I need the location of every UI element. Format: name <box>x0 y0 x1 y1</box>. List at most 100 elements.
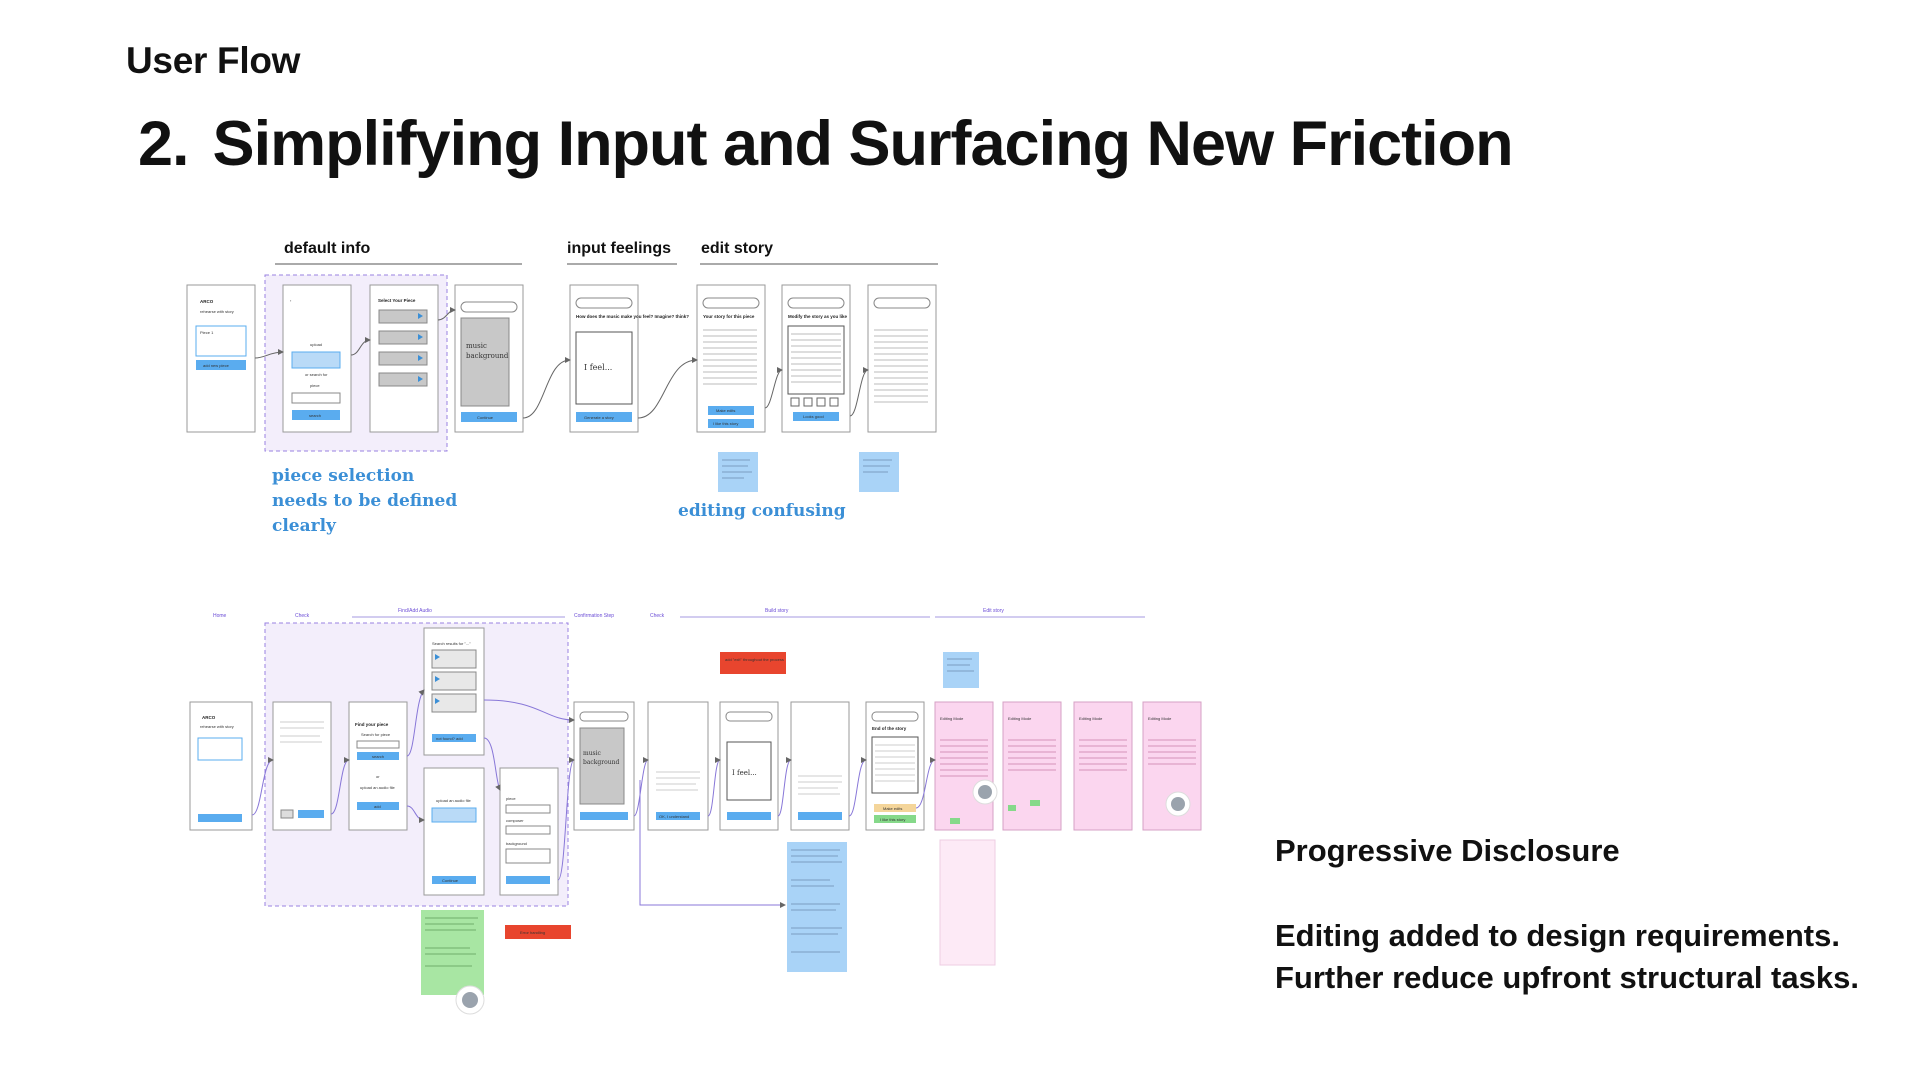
screen-editing-1[interactable] <box>934 701 994 831</box>
piece-label: piece <box>310 383 320 388</box>
app-subtitle: rehearse with story <box>200 724 234 729</box>
piece-card: Piece 1 <box>200 330 214 335</box>
screen-check[interactable] <box>272 701 332 831</box>
flow-connector <box>522 357 571 419</box>
continue-button[interactable] <box>727 812 771 820</box>
select-piece-title: Select Your Piece <box>378 298 416 303</box>
background-label: background <box>583 759 619 766</box>
continue-button[interactable] <box>506 876 550 884</box>
flow-connector <box>707 757 721 817</box>
generate-story-button[interactable] <box>798 812 842 820</box>
search-results-title: Search results for "..." <box>432 641 471 646</box>
screen-story-end[interactable]: End of the story Make edits I like this … <box>865 701 925 831</box>
screen-music-background[interactable]: music background Continue <box>454 284 524 433</box>
section-label-edit-story: Edit story <box>983 608 1004 614</box>
screen-home-v2[interactable]: ARCO rehearse with story <box>189 701 253 831</box>
eyebrow-label: User Flow <box>126 40 301 81</box>
screen-home[interactable]: ARCO rehearse with story Piece 1 add new… <box>186 284 256 433</box>
screen-editing-faded <box>939 839 996 966</box>
progressive-disclosure-heading: Progressive Disclosure <box>1275 833 1620 868</box>
feeling-input[interactable]: I feel... <box>584 363 612 372</box>
looks-good-button[interactable] <box>793 412 839 421</box>
requirement-line-1: Editing added to design requirements. <box>1275 918 1840 953</box>
screen-piece-details[interactable]: piece composer background <box>499 767 559 896</box>
piece-field[interactable] <box>505 804 551 814</box>
screen-search-results[interactable]: Search results for "..." not found? add <box>423 627 485 756</box>
editing-mode-label: Editing Mode <box>940 716 964 721</box>
screen-final-story[interactable] <box>867 284 937 433</box>
note-editing-confusing: editing confusing <box>678 501 846 521</box>
screen-build-feelings[interactable]: I feel... <box>719 701 779 831</box>
avatar <box>972 779 998 805</box>
like-story-label: I like this story <box>880 817 905 822</box>
screen-input-feelings[interactable]: How does the music make you feel? Imagin… <box>569 284 689 433</box>
screen-story[interactable]: Your story for this piece Make edits I l… <box>696 284 766 433</box>
screen-check-2[interactable]: OK, I understand <box>647 701 709 831</box>
search-button[interactable] <box>357 752 399 760</box>
add-piece-button[interactable] <box>198 814 242 822</box>
tag-error-handling <box>505 925 571 939</box>
confirm-button[interactable] <box>298 810 324 818</box>
page-title: 2.Simplifying Input and Surfacing New Fr… <box>138 108 1514 180</box>
screen-upload[interactable]: ‹ upload or search for piece search <box>282 284 352 433</box>
avatar <box>455 985 485 1015</box>
note-needs-defined: needs to be defined <box>272 491 457 511</box>
note-clearly: clearly <box>272 516 337 536</box>
like-story-button[interactable] <box>874 815 916 823</box>
not-found-label: not found? add <box>436 736 463 741</box>
tag-error-label: Error handling <box>520 930 545 935</box>
app-subtitle: rehearse with story <box>200 309 234 314</box>
flow-connector <box>848 757 867 817</box>
screen-confirmation[interactable]: music background <box>573 701 635 831</box>
section-label-edit-story: edit story <box>701 240 773 257</box>
flow-connector <box>251 757 274 816</box>
note-piece-selection: piece selection <box>272 466 414 486</box>
flow-connector <box>764 367 783 409</box>
composer-field[interactable] <box>505 825 551 835</box>
find-piece-title: Find your piece <box>355 722 389 727</box>
search-for-label: or search for <box>305 372 328 377</box>
requirement-line-2: Further reduce upfront structural tasks. <box>1275 960 1859 995</box>
search-button[interactable] <box>292 410 340 420</box>
make-edits-button[interactable] <box>708 406 754 415</box>
feeling-input[interactable]: I feel... <box>732 769 757 777</box>
make-edits-label: Make edits <box>883 806 902 811</box>
continue-button[interactable] <box>432 876 476 884</box>
screen-upload-audio[interactable]: upload an audio file Continue <box>423 767 485 896</box>
or-label: or <box>376 774 380 779</box>
continue-button[interactable] <box>580 812 628 820</box>
make-edits-button[interactable] <box>874 804 916 812</box>
section-label-build-story: Build story <box>765 608 789 614</box>
continue-label: Continue <box>442 878 459 883</box>
section-label-check-2: Check <box>650 613 665 619</box>
upload-label: upload <box>310 342 322 347</box>
flow-connector <box>330 757 350 815</box>
screen-modify-story[interactable]: Modify the story as you like Looks good <box>781 284 851 433</box>
search-input[interactable] <box>356 740 400 749</box>
story-end-title: End of the story <box>872 726 907 731</box>
background-field[interactable] <box>505 848 551 864</box>
screen-build-generate[interactable] <box>790 701 850 831</box>
like-story-label: I like this story <box>713 421 738 426</box>
editing-mode-label: Editing Mode <box>1079 716 1103 721</box>
section-label-confirmation: Confirmation Step <box>574 613 614 619</box>
screen-select-piece[interactable]: Select Your Piece <box>369 284 439 433</box>
music-label: music <box>466 342 487 350</box>
app-name: ARCO <box>202 715 216 720</box>
screen-editing-3[interactable] <box>1073 701 1133 831</box>
flow-connector <box>483 737 501 791</box>
section-label-check: Check <box>295 613 310 619</box>
add-piece-button[interactable] <box>196 360 246 370</box>
composer-field-label: composer <box>506 818 524 823</box>
sticky-note-green <box>421 910 484 995</box>
generate-story-button[interactable] <box>576 412 632 422</box>
not-found-button[interactable] <box>432 734 476 742</box>
add-button[interactable] <box>357 802 399 810</box>
feeling-question: How does the music make you feel? Imagin… <box>576 314 689 319</box>
add-piece-label: add new piece <box>203 363 230 368</box>
like-story-button[interactable] <box>708 419 754 428</box>
continue-button[interactable] <box>461 412 517 422</box>
ok-button[interactable] <box>656 812 700 820</box>
screen-find-piece[interactable]: Find your piece Search for piece search … <box>348 701 408 831</box>
